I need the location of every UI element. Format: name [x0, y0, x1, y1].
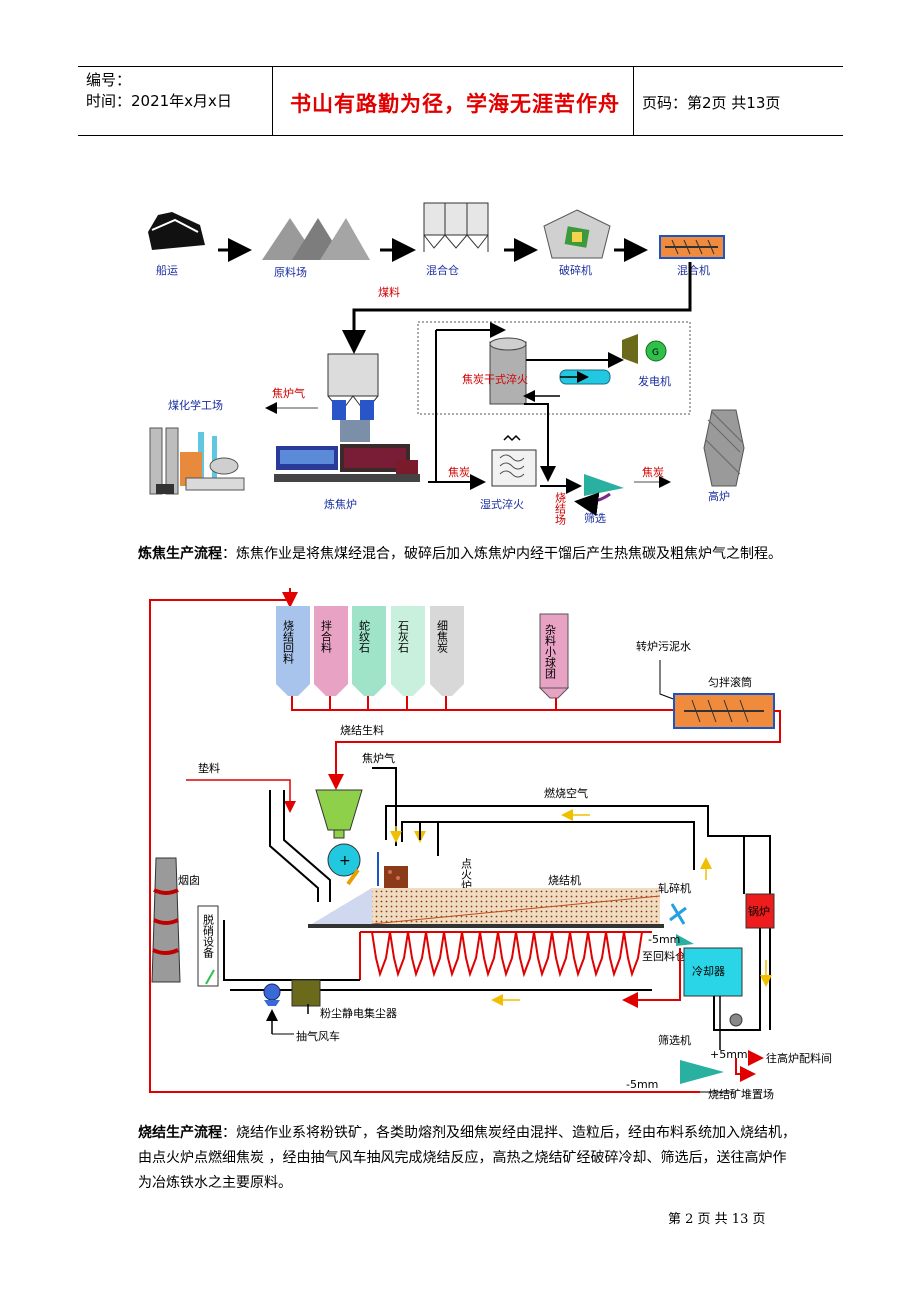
plus5-label: +5mm	[710, 1048, 748, 1061]
blast-furnace-icon	[703, 409, 745, 487]
bin-label-1: 烧结回料	[282, 620, 295, 665]
screening-label: 筛选	[584, 511, 606, 525]
drum-label: 匀拌滚筒	[708, 675, 752, 689]
boiler-label: 锅炉	[748, 905, 770, 918]
caption-sinter-line3: 为冶炼铁水之主要原料。	[138, 1175, 292, 1191]
crusher-label: 破碎机	[559, 263, 592, 277]
chem-plant-icon	[149, 427, 245, 495]
blast-furnace-label: 高炉	[708, 489, 730, 503]
sinter-yard-label: 烧结场	[554, 492, 567, 526]
caption-coking-title: 炼焦生产流程	[138, 546, 222, 562]
svg-text:+: +	[339, 853, 351, 869]
header-divider-1	[272, 66, 273, 136]
header-page-label: 页码：第2页 共13页	[642, 94, 781, 112]
screen-icon-2	[680, 1060, 724, 1084]
cooler-icon	[683, 947, 743, 997]
return-bin-label: 至回料仓	[642, 949, 686, 963]
bin-label-3: 蛇纹石	[358, 619, 371, 653]
esp-label: 粉尘静电集尘器	[320, 1006, 397, 1020]
denox-label: 脱硝设备	[202, 913, 215, 959]
wet-quench-icon	[491, 434, 537, 487]
header-motto: 书山有路勤为径，学海无涯苦作舟	[290, 92, 620, 116]
caption-sinter: 烧结生产流程：烧结作业系将粉铁矿，各类助熔剂及细焦炭经由混拌、造粒后，经由布料系…	[138, 1121, 818, 1196]
to-bf-label: 往高炉配料间	[766, 1051, 832, 1065]
bin-label-5: 细焦炭	[436, 620, 449, 654]
exhaust-fan-icon	[263, 983, 281, 1006]
dry-quench-label: 焦炭干式淬火	[462, 372, 528, 386]
caption-coking-sep: ：	[222, 546, 236, 562]
page-footer: 第 2 页 共 13 页	[668, 1212, 766, 1227]
caption-sinter-title: 烧结生产流程	[138, 1125, 222, 1141]
coke-oven-icon	[274, 353, 420, 482]
mix-silo-icon	[423, 202, 489, 252]
bedding-label: 垫料	[198, 761, 220, 775]
caption-coking-text: 炼焦作业是将焦煤经混合，破碎后加入炼焦炉内经干馏后产生热焦碳及粗焦炉气之制程。	[236, 546, 782, 562]
dry-quench-icon	[489, 337, 527, 405]
screen-label: 筛选机	[658, 1033, 691, 1047]
ignition-furnace-icon	[377, 852, 408, 888]
ship-icon	[148, 212, 205, 250]
chem-plant-label: 煤化学工场	[168, 398, 223, 412]
generator-label: 发电机	[638, 374, 671, 388]
chimney-label: 烟囱	[178, 873, 200, 887]
screen-icon	[584, 474, 624, 496]
caption-coking: 炼焦生产流程：炼焦作业是将焦煤经混合，破碎后加入炼焦炉内经干馏后产生热焦碳及粗焦…	[138, 542, 782, 567]
crusher-icon-2	[669, 903, 694, 946]
coke-gas-label: 焦炉气	[272, 386, 305, 400]
mixer-label: 混合机	[677, 263, 710, 277]
combustion-air-label: 燃烧空气	[544, 786, 588, 800]
raw-mix-label: 烧结生料	[340, 723, 384, 737]
coke-gas-label-2: 焦炉气	[362, 751, 395, 765]
bin-label-4: 石灰石	[397, 620, 410, 653]
ship-label: 船运	[156, 263, 178, 277]
stockyard-label: 烧结矿堆置场	[708, 1087, 774, 1100]
caption-sinter-line1: 烧结作业系将粉铁矿，各类助熔剂及细焦炭经由混拌、造粒后，经由布料系统加入烧结机，	[236, 1125, 796, 1141]
caption-sinter-sep: ：	[222, 1125, 236, 1141]
cooler-label: 冷却器	[692, 965, 725, 978]
crusher-icon	[543, 209, 611, 259]
mixing-drum-icon	[673, 693, 775, 729]
coke-label-2: 焦炭	[642, 466, 664, 479]
raw-yard-label: 原料场	[274, 265, 307, 279]
esp-icon	[291, 979, 321, 1007]
chimney-icon	[151, 857, 181, 983]
header-top-rule	[78, 66, 843, 67]
coal-label: 煤料	[378, 285, 400, 299]
denox-icon	[197, 905, 219, 987]
misc-bin-label: 杂料小球团	[544, 624, 557, 680]
header-number-label: 编号：	[86, 71, 132, 89]
sludge-label: 转炉污泥水	[636, 639, 691, 653]
header-bottom-rule	[78, 135, 843, 136]
fan-label: 抽气风车	[296, 1029, 340, 1043]
coke-oven-label: 炼焦炉	[324, 497, 357, 511]
wind-boxes	[359, 931, 652, 980]
bin-label-2: 拌合料	[320, 619, 333, 654]
drum-feeder-icon: +	[327, 843, 361, 877]
coke-label-1: 焦炭	[448, 466, 470, 479]
sinter-flow-diagram: 烧结回料 拌合料 蛇纹石 石灰石 细焦炭 杂料小球团 转炉污泥水 匀拌滚筒 烧结…	[149, 588, 832, 1100]
minus5-label-a: -5mm	[648, 933, 680, 946]
minus5-label-b: -5mm	[626, 1078, 658, 1091]
hopper-icon	[315, 789, 363, 839]
bin-row	[276, 606, 570, 699]
sinter-machine-label: 烧结机	[548, 873, 581, 887]
wet-quench-label: 湿式淬火	[480, 497, 524, 511]
mixer-drum-icon	[659, 235, 725, 259]
ignition-label: 点火炉	[460, 858, 473, 892]
header-divider-2	[633, 66, 634, 136]
coking-flow-diagram: 船运 原料场 混合仓 破碎机 混合机 煤料 焦炉气 煤化学工场	[148, 202, 745, 526]
cooler-fan-icon	[729, 1013, 743, 1027]
svg-text:G: G	[652, 348, 659, 358]
header-time-label: 时间：2021年x月x日	[86, 92, 232, 110]
caption-sinter-line2: 由点火炉点燃细焦炭 ，经由抽气风车抽风完成烧结反应，高热之烧结矿经破碎冷却、筛选…	[138, 1150, 787, 1166]
mix-silo-label: 混合仓	[426, 263, 459, 277]
generator-icon: G	[622, 334, 667, 364]
crusher-label-2: 轧碎机	[658, 881, 691, 895]
sinter-bed	[308, 888, 664, 928]
raw-yard-icon	[262, 218, 370, 260]
